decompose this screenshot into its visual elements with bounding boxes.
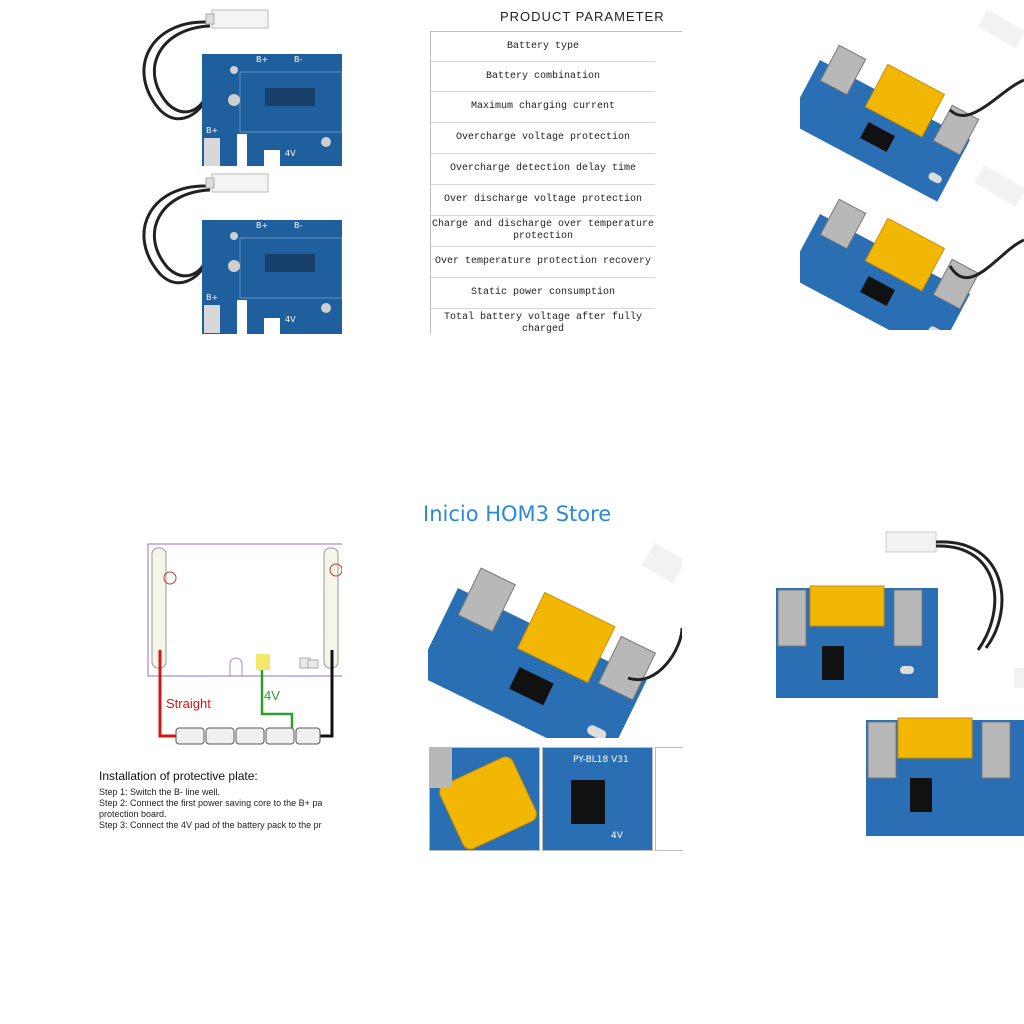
chip-closeup-illustration: PY-BL18 V31 4V (543, 748, 652, 850)
detail-crop-partial (655, 747, 683, 851)
four-v-label-2: 4V (285, 315, 296, 324)
parameter-row: Total battery voltage after fully charge… (431, 309, 655, 334)
parameter-row: Overcharge detection delay time (431, 154, 655, 185)
b-plus-side-label-2: B+ (206, 293, 218, 302)
four-v-closeup-label: 4V (611, 831, 624, 841)
installation-heading: Installation of protective plate: (99, 769, 258, 783)
b-plus-label-2: B+ (256, 221, 268, 230)
installation-step: Step 2: Connect the first power saving c… (99, 798, 323, 808)
parameter-row: Over discharge voltage protection (431, 185, 655, 216)
installation-step: Step 1: Switch the B- line well. (99, 787, 221, 797)
straight-label: Straight (166, 696, 211, 711)
wiring-diagram-svg: Straight 4V (147, 543, 342, 745)
parameter-row: Maximum charging current (431, 92, 655, 123)
b-minus-label-1: B- (294, 55, 302, 64)
detail-crop-connector (429, 747, 540, 851)
pcb-board-angled-illustration (428, 542, 682, 738)
product-image-top-right (800, 0, 1024, 330)
store-title: Inicio HOM3 Store (423, 502, 612, 526)
parameter-row: Battery type (431, 32, 655, 62)
parameter-row: Over temperature protection recovery (431, 247, 655, 278)
connector-closeup-illustration (430, 748, 539, 850)
installation-step: Step 3: Connect the 4V pad of the batter… (99, 820, 322, 830)
wiring-diagram: Straight 4V (140, 540, 342, 750)
pcb-boards-front-illustration (776, 531, 1024, 836)
product-parameter-panel: PRODUCT PARAMETER Battery type Battery c… (428, 0, 682, 334)
product-image-bottom-right (776, 528, 1024, 840)
product-image-bottom-center (428, 528, 682, 738)
pcb-boards-angled-illustration (800, 9, 1024, 330)
parameter-table: Battery type Battery combination Maximum… (430, 31, 682, 334)
detail-crop-chip: PY-BL18 V31 4V (542, 747, 653, 851)
b-plus-label-1: B+ (256, 55, 268, 64)
parameter-row: Charge and discharge over temperature pr… (431, 216, 655, 247)
chip-text: PY-BL18 V31 (573, 755, 629, 765)
parameter-row: Static power consumption (431, 278, 655, 309)
pcb-boards-flat-illustration: B+ B- B+ 4V B+ B- B+ 4V (142, 9, 343, 334)
parameter-row: Battery combination (431, 62, 655, 92)
b-plus-side-label-1: B+ (206, 126, 218, 135)
parameter-title: PRODUCT PARAMETER (500, 9, 665, 24)
installation-instructions: Installation of protective plate: Step 1… (99, 769, 343, 831)
product-image-top-left: B+ B- B+ 4V B+ B- B+ 4V (130, 0, 343, 340)
parameter-row: Overcharge voltage protection (431, 123, 655, 154)
four-v-label-1: 4V (285, 149, 296, 158)
b-minus-label-2: B- (294, 221, 302, 230)
installation-step: protection board. (99, 809, 167, 819)
four-v-wire-label: 4V (264, 688, 280, 703)
